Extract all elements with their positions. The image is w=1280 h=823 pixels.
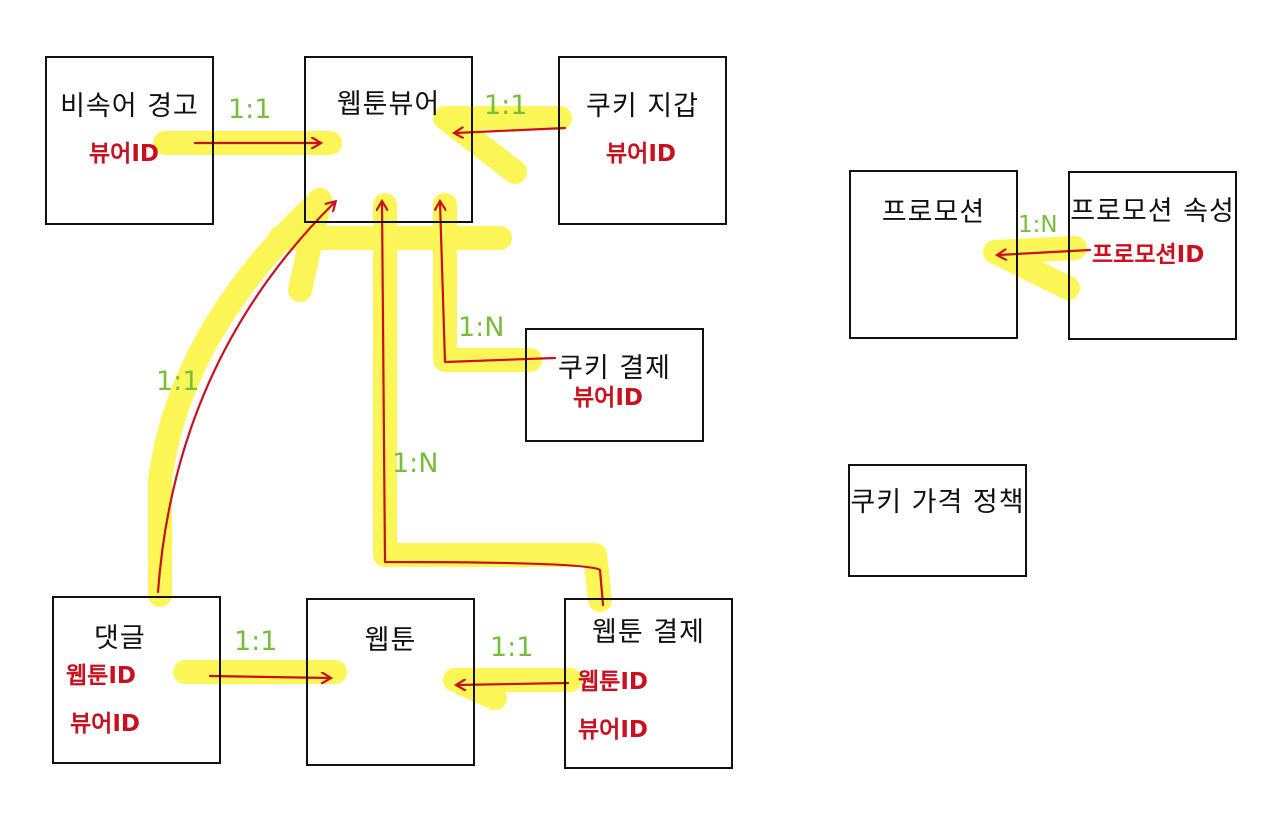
entity-cookie-wallet: 쿠키 지갑 뷰어ID: [558, 56, 727, 225]
entity-attribute: 뷰어ID: [89, 141, 159, 167]
arrow-comment-to-webtoon: [208, 676, 330, 678]
relation-label-wallet-viewer: 1:1: [484, 90, 528, 121]
entity-comment: 댓글 웹툰ID 뷰어ID: [52, 596, 221, 764]
highlight-comment-viewer: [148, 188, 332, 607]
entity-cookie-price-policy: 쿠키 가격 정책: [848, 464, 1027, 577]
relation-label-comment-viewer: 1:1: [156, 366, 200, 397]
highlight-wallet-viewer: [433, 106, 572, 184]
arrow-webtoonpay-to-webtoon: [457, 683, 570, 685]
entity-title: 쿠키 결제: [558, 353, 671, 384]
arrow-comment-to-viewer: [156, 202, 335, 594]
entity-attribute: 뷰어ID: [573, 385, 643, 411]
entity-attribute: 뷰어ID: [606, 141, 676, 167]
entity-attribute: 프로모션ID: [1092, 242, 1205, 268]
entity-webtoon-payment: 웹툰 결제 웹툰ID 뷰어ID: [564, 598, 733, 769]
entity-attribute: 뷰어ID: [578, 717, 648, 743]
arrow-wallet-to-viewer: [455, 128, 567, 133]
entity-promotion: 프로모션: [849, 170, 1018, 339]
highlight-webtoonpay-viewer: [373, 193, 612, 612]
arrow-cookiepay-to-viewer: [440, 202, 557, 364]
entity-attribute: 웹툰ID: [578, 669, 648, 695]
entity-title: 쿠키 가격 정책: [850, 487, 1025, 518]
relation-label-comment-webtoon: 1:1: [234, 626, 278, 657]
entity-cookie-payment: 쿠키 결제 뷰어ID: [525, 328, 704, 442]
relation-label-bisokeo-viewer: 1:1: [228, 94, 272, 125]
relation-label-promoattr-promo: 1:N: [1018, 212, 1058, 238]
entity-webtoon-viewer: 웹툰뷰어: [304, 56, 473, 223]
entity-attribute: 웹툰ID: [66, 663, 136, 689]
entity-attribute: 뷰어ID: [70, 711, 140, 737]
relation-label-webtoonpay-webtoon: 1:1: [490, 632, 534, 663]
entity-promotion-attribute: 프로모션 속성 프로모션ID: [1068, 171, 1237, 340]
entity-title: 웹툰: [364, 625, 417, 656]
entity-title: 댓글: [94, 623, 146, 654]
entity-title: 웹툰 결제: [592, 617, 705, 648]
entity-bisokeo-warning: 비속어 경고 뷰어ID: [45, 56, 214, 225]
entity-title: 웹툰뷰어: [336, 89, 441, 120]
entity-title: 비속어 경고: [60, 91, 199, 122]
entity-title: 프로모션: [881, 197, 986, 228]
relation-label-webtoonpay-viewer: 1:N: [392, 448, 439, 479]
entity-title: 프로모션 속성: [1070, 196, 1235, 227]
arrow-promoattr-to-promo: [998, 250, 1092, 255]
relation-label-cookiepay-viewer: 1:N: [458, 312, 505, 343]
entity-webtoon: 웹툰: [306, 598, 475, 766]
arrow-webtoonpay-to-viewer: [382, 202, 605, 607]
entity-title: 쿠키 지갑: [586, 91, 699, 122]
